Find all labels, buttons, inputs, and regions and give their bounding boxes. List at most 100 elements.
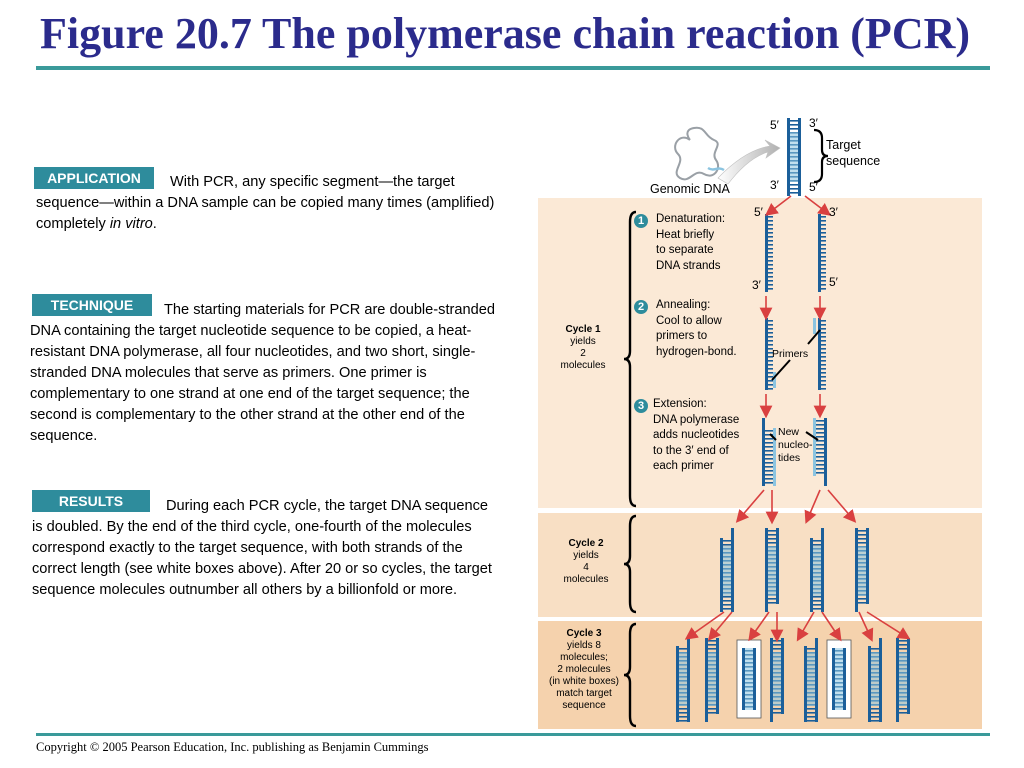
extended-duplex-left-rung — [765, 450, 773, 452]
extended-duplex-right-rung — [816, 460, 824, 462]
extended-duplex-left-rung — [765, 454, 773, 456]
arrow-c2-c3-5 — [796, 611, 815, 642]
cycle3-molecule-4-rung — [773, 640, 781, 642]
title-rule — [36, 66, 990, 70]
cycle2-molecule-3-left-backbone — [810, 538, 813, 612]
denatured-strand-right-base — [821, 232, 826, 234]
cycle2-molecule-3-rung — [813, 596, 821, 598]
genomic-dna-label: Genomic DNA — [650, 182, 730, 196]
denatured-strand-right-base — [821, 256, 826, 258]
annealed-strand-right-base — [821, 356, 826, 358]
new-nucleotide-pointer-right — [805, 431, 819, 441]
denatured-strand-right-base — [821, 228, 826, 230]
annealed-strand-left-base — [768, 328, 773, 330]
arrow-c2-c3-8 — [866, 611, 911, 640]
technique-text: The starting materials for PCR are doubl… — [30, 302, 495, 444]
cycle3-molecule-7-right-backbone — [879, 638, 882, 722]
annealed-strand-right-base — [821, 384, 826, 386]
denatured-strand-right-base — [821, 248, 826, 250]
cycle3-molecule-3 — [742, 648, 756, 710]
annealed-strand-left-base — [768, 336, 773, 338]
extended-duplex-right-rung — [816, 436, 824, 438]
cycle2-molecule-2-rung — [768, 530, 776, 532]
annealed-strand-right-base — [821, 360, 826, 362]
cycle3-molecule-5-rung — [807, 716, 815, 718]
cycle2-molecule-3-rung — [813, 540, 821, 542]
denatured-strand-left-base — [768, 216, 773, 218]
extended-duplex-left-rung — [765, 482, 773, 484]
cycle2-molecule-4-rung — [858, 534, 866, 536]
cycle3-molecule-5-rung — [807, 648, 815, 650]
extended-duplex-left-rung — [765, 458, 773, 460]
cycle3-molecule-8-rung — [899, 640, 907, 642]
cycle3-molecule-1 — [676, 638, 690, 722]
step-2-badge: 2 — [634, 300, 648, 314]
cycle2-molecule-2-rung — [768, 534, 776, 536]
denatured-strand-right-base — [821, 288, 826, 290]
annealed-strand-left-backbone — [765, 318, 768, 390]
denatured-strand-right-base — [821, 268, 826, 270]
primers-label: Primers — [772, 348, 809, 360]
annealed-strand-right-base — [821, 324, 826, 326]
annealed-strand-left-base — [768, 348, 773, 350]
step-3-text: Extension: DNA polymerase adds nucleotid… — [653, 398, 740, 472]
cycle2-molecule-4-rung — [858, 542, 866, 544]
annealed-strand-right-backbone — [818, 318, 821, 390]
cycle3-molecule-2-rung — [708, 648, 716, 650]
cycle3-molecule-3-right-backbone — [753, 648, 756, 710]
denatured-strand-left-base — [768, 276, 773, 278]
label-3prime-bottom: 3′ — [770, 178, 779, 192]
extended-duplex-left-rung — [765, 446, 773, 448]
denatured-strand-right-base — [821, 280, 826, 282]
cycle3-molecule-7-rung — [871, 712, 879, 714]
cycle3-molecule-8-rung — [899, 712, 907, 714]
extended-duplex-right-rung — [816, 440, 824, 442]
denatured-strand-left-base — [768, 252, 773, 254]
target-duplex-top-left-backbone — [787, 118, 790, 196]
genomic-dna-target-highlight — [707, 166, 725, 172]
denatured-strand-left-base — [768, 244, 773, 246]
cycle3-brace — [623, 622, 637, 728]
step-1-text: Denaturation: Heat briefly to separate D… — [656, 213, 726, 272]
arrow-c2-c3-6 — [821, 611, 842, 642]
cycle3-molecule-5-rung — [807, 712, 815, 714]
cycle3-molecule-4-right-backbone — [781, 638, 784, 714]
annealed-strand-left-base — [768, 352, 773, 354]
step-2-text: Annealing: Cool to allow primers to hydr… — [656, 299, 737, 358]
annealed-strand-right-base — [821, 348, 826, 350]
extended-duplex-right-rung — [816, 452, 824, 454]
cycle3-molecule-5-left-backbone — [804, 646, 807, 722]
technique-label: TECHNIQUE — [32, 294, 152, 316]
extended-duplex-right — [813, 418, 827, 486]
denatured-strand-left-base — [768, 248, 773, 250]
annealed-strand-right-base — [821, 340, 826, 342]
cycle2-molecule-1-rung — [723, 608, 731, 610]
primer-left — [773, 372, 776, 388]
cycle3-molecule-2-rung — [708, 640, 716, 642]
cycle3-molecule-3-target-band — [745, 648, 753, 710]
denatured-strand-right — [818, 214, 826, 292]
label-5prime-right-strand-bottom: 5′ — [829, 275, 838, 289]
results-text: During each PCR cycle, the target DNA se… — [32, 498, 492, 598]
arrow-split-left — [764, 195, 792, 216]
extended-duplex-left-rung — [765, 430, 773, 432]
cycle3-molecule-1-rung — [679, 712, 687, 714]
extended-duplex-left-rung — [765, 466, 773, 468]
cycle3-molecule-1-rung — [679, 720, 687, 722]
denatured-strand-right-base — [821, 272, 826, 274]
cycle2-molecule-1-rung — [723, 596, 731, 598]
cycle2-molecule-2-left-backbone — [765, 528, 768, 612]
annealed-strand-right-base — [821, 344, 826, 346]
annealed-strand-right-base — [821, 328, 826, 330]
target-sequence-brace — [813, 128, 829, 184]
cycle3-molecule-4-rung — [773, 712, 781, 714]
cycle3-molecule-2-rung — [708, 644, 716, 646]
cycle2-molecule-1-rung — [723, 600, 731, 602]
annealed-strand-left-base — [768, 344, 773, 346]
annealed-strand-left-base — [768, 332, 773, 334]
cycle3-molecule-1-rung — [679, 716, 687, 718]
cycle3-molecule-8-target-band — [899, 652, 907, 706]
cycle3-molecule-4 — [770, 638, 784, 722]
